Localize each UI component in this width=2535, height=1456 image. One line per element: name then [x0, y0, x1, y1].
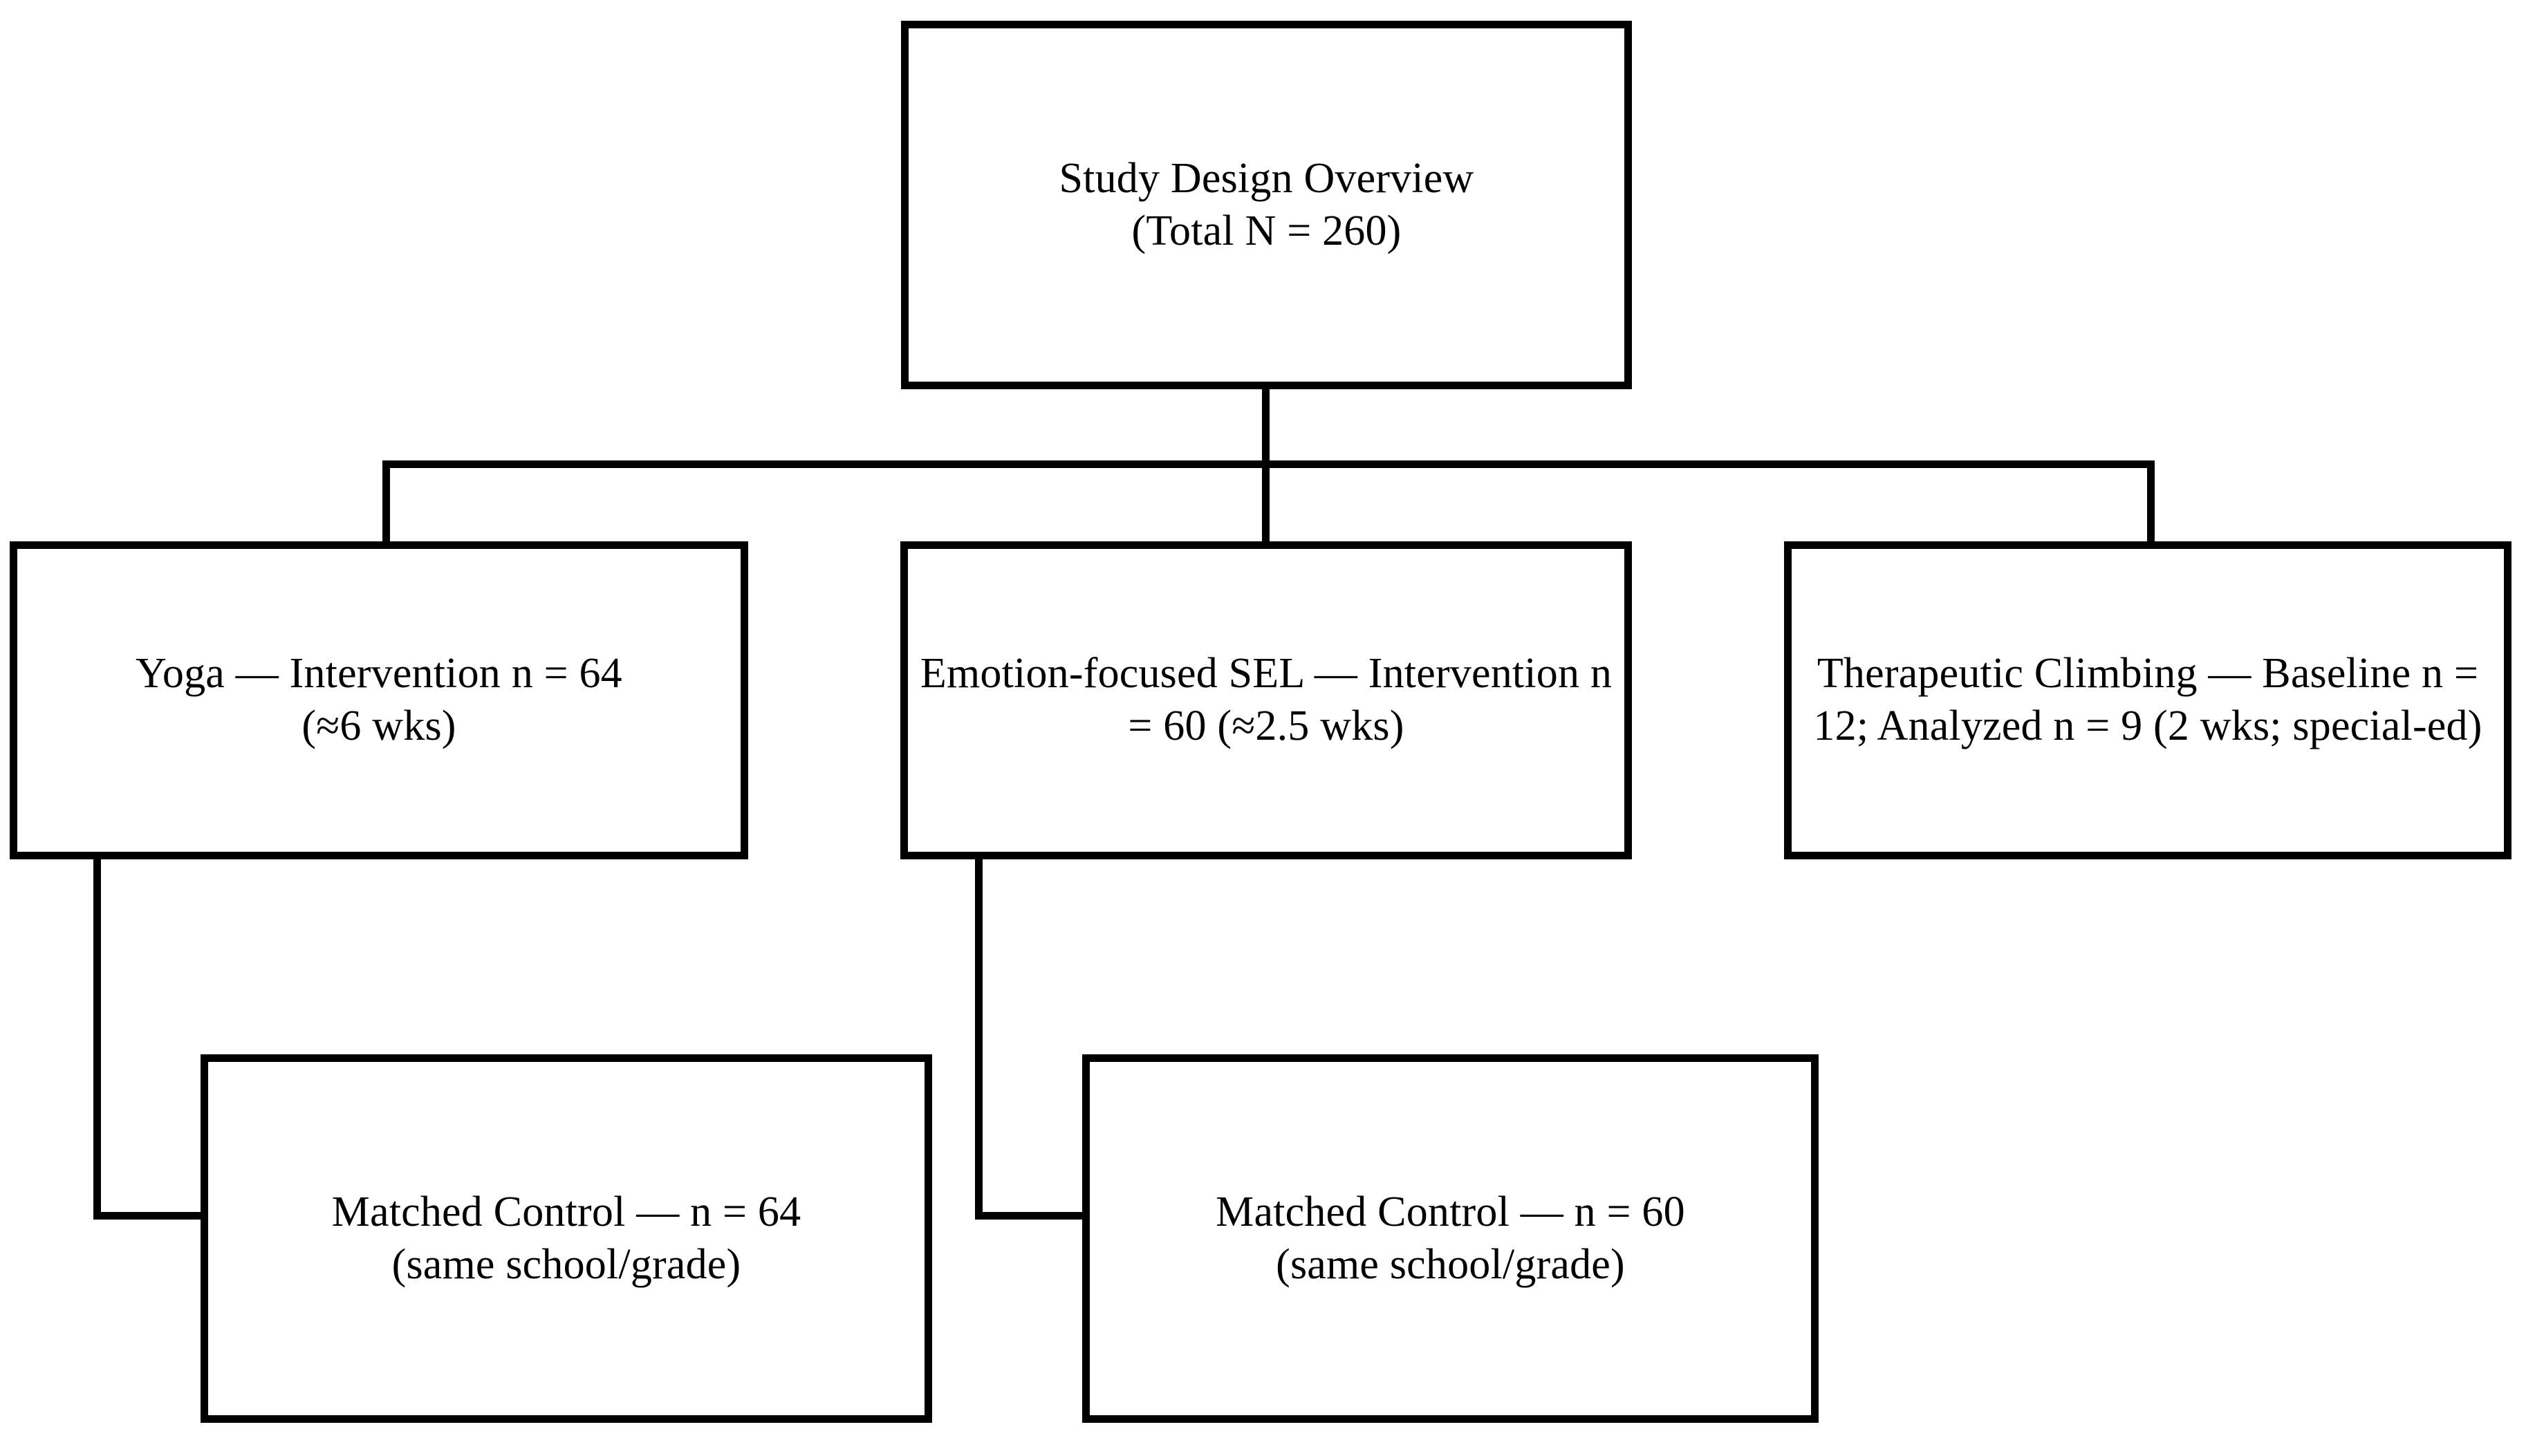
connector-sel-to-matched-control-horizontal [975, 1212, 1087, 1220]
node-emotion-focused-sel-intervention[interactable]: Emotion-focused SEL — Intervention n = 6… [900, 541, 1632, 859]
connector-drop-to-sel [1262, 460, 1270, 545]
node-matched-control-64[interactable]: Matched Control — n = 64 (same school/gr… [201, 1054, 932, 1423]
node-therapeutic-climbing[interactable]: Therapeutic Climbing — Baseline n = 12; … [1784, 541, 2511, 859]
node-emotion-focused-sel-intervention-label: Emotion-focused SEL — Intervention n = 6… [920, 650, 1613, 749]
connector-drop-to-climbing [2147, 460, 2155, 545]
node-matched-control-60-label: Matched Control — n = 60 (same school/gr… [1216, 1188, 1685, 1288]
node-matched-control-64-label: Matched Control — n = 64 (same school/gr… [331, 1188, 801, 1288]
connector-drop-to-yoga [382, 460, 390, 545]
node-yoga-intervention-label: Yoga — Intervention n = 64 (≈6 wks) [136, 650, 622, 749]
node-study-design-overview[interactable]: Study Design Overview (Total N = 260) [901, 21, 1632, 389]
connector-yoga-to-matched-control-horizontal [93, 1212, 205, 1220]
connector-sel-to-matched-control-vertical [975, 859, 983, 1220]
node-matched-control-60[interactable]: Matched Control — n = 60 (same school/gr… [1082, 1054, 1819, 1423]
connector-yoga-to-matched-control-vertical [93, 859, 101, 1220]
node-yoga-intervention[interactable]: Yoga — Intervention n = 64 (≈6 wks) [10, 541, 748, 859]
node-therapeutic-climbing-label: Therapeutic Climbing — Baseline n = 12; … [1813, 650, 2482, 749]
node-study-design-overview-label: Study Design Overview (Total N = 260) [1059, 154, 1474, 254]
connector-root-stem [1262, 389, 1270, 468]
